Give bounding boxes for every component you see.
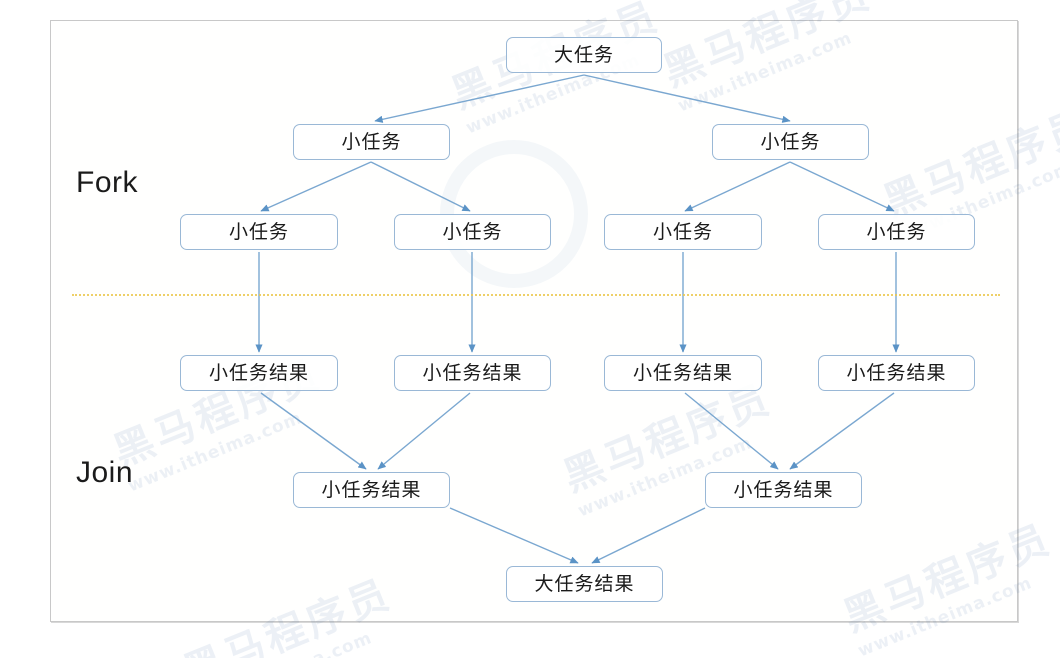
node-label: 小任务 <box>442 220 503 243</box>
node-label: 小任务结果 <box>632 361 733 384</box>
fork-stage-label: Fork <box>76 166 138 199</box>
diagram-frame <box>50 20 1018 622</box>
node-l1a: 小任务 <box>293 124 450 160</box>
node-label: 小任务 <box>760 130 821 153</box>
node-label: 小任务 <box>652 220 713 243</box>
node-r1a: 小任务结果 <box>293 472 450 508</box>
join-stage-label: Join <box>76 456 134 489</box>
node-label: 小任务结果 <box>208 361 309 384</box>
node-r2b: 小任务结果 <box>394 355 551 391</box>
node-l2b: 小任务 <box>394 214 551 250</box>
node-l2a: 小任务 <box>180 214 338 250</box>
node-label: 小任务结果 <box>846 361 947 384</box>
node-label: 小任务 <box>228 220 289 243</box>
node-l1b: 小任务 <box>712 124 869 160</box>
node-r2c: 小任务结果 <box>604 355 762 391</box>
node-r1b: 小任务结果 <box>705 472 862 508</box>
node-label: 小任务结果 <box>321 478 422 501</box>
node-root: 大任务 <box>506 37 662 73</box>
node-label: 小任务结果 <box>422 361 523 384</box>
node-label: 小任务 <box>866 220 927 243</box>
node-label: 大任务 <box>553 43 614 66</box>
node-l2c: 小任务 <box>604 214 762 250</box>
node-l2d: 小任务 <box>818 214 975 250</box>
node-label: 大任务结果 <box>534 572 635 595</box>
node-r2a: 小任务结果 <box>180 355 338 391</box>
fork-join-divider <box>72 294 1000 296</box>
node-label: 小任务结果 <box>733 478 834 501</box>
node-r2d: 小任务结果 <box>818 355 975 391</box>
node-label: 小任务 <box>341 130 402 153</box>
node-rroot: 大任务结果 <box>506 566 663 602</box>
